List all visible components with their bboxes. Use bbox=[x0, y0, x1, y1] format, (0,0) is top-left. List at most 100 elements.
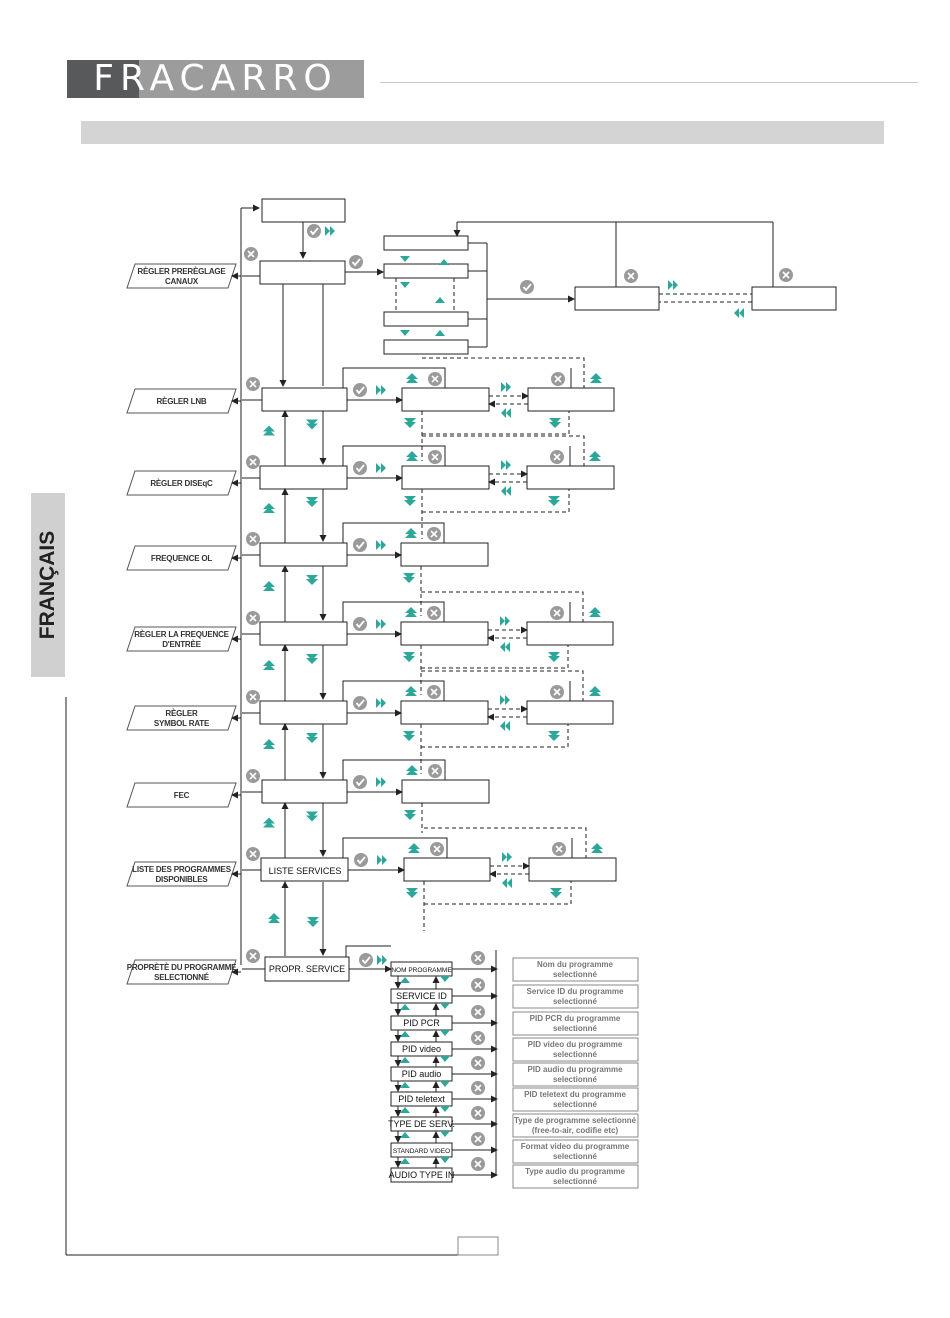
double-arrow-right-icon bbox=[376, 619, 386, 629]
cross-icon bbox=[471, 978, 485, 992]
propr-service-label: PROPR. SERVICE bbox=[269, 964, 345, 974]
check-icon bbox=[353, 696, 367, 710]
arrow-up-icon bbox=[263, 660, 275, 670]
arrow-down-icon bbox=[440, 1157, 450, 1163]
menu-label-shape bbox=[126, 626, 237, 652]
check-icon bbox=[359, 953, 373, 967]
cross-icon bbox=[246, 611, 260, 625]
menu-box bbox=[401, 387, 490, 412]
menu-label-line: RÈGLER LNB bbox=[156, 397, 206, 406]
arrow-down-icon bbox=[440, 1030, 450, 1036]
arrow-down-icon bbox=[400, 256, 410, 262]
check-icon bbox=[353, 538, 367, 552]
cross-icon bbox=[427, 606, 441, 620]
connector-line bbox=[422, 411, 570, 435]
description-box bbox=[512, 1139, 639, 1164]
double-arrow-right-icon bbox=[376, 385, 386, 395]
check-icon bbox=[353, 383, 367, 397]
cross-icon bbox=[471, 951, 485, 965]
cross-icon bbox=[430, 842, 444, 856]
menu-label: RÈGLER LNB bbox=[156, 397, 206, 406]
arrow-up-icon bbox=[589, 451, 601, 461]
menu-label-shape bbox=[126, 263, 237, 289]
menu-label: FEC bbox=[174, 791, 190, 800]
arrow-up-icon bbox=[400, 1082, 410, 1088]
arrow-down-icon bbox=[404, 418, 416, 428]
header-bar bbox=[81, 121, 884, 144]
description-box bbox=[512, 1011, 639, 1036]
description-text-line: Format video du programme bbox=[521, 1142, 630, 1151]
menu-label-shape bbox=[126, 959, 237, 985]
connector-line bbox=[342, 680, 445, 701]
arrow-down-icon bbox=[440, 1131, 450, 1137]
description-box bbox=[512, 1037, 639, 1062]
description-text-line: selectionné bbox=[553, 1075, 598, 1084]
cross-icon bbox=[427, 685, 441, 699]
arrow-up-icon bbox=[591, 843, 603, 853]
connector-line bbox=[421, 645, 569, 669]
connector-line bbox=[421, 670, 584, 701]
arrow-up-icon bbox=[263, 503, 275, 513]
arrow-down-icon bbox=[403, 573, 415, 583]
arrow-up-icon bbox=[263, 425, 275, 436]
double-arrow-left-icon bbox=[734, 308, 744, 318]
arrow-up-icon bbox=[435, 330, 445, 336]
header-rule bbox=[380, 82, 918, 83]
connector-line bbox=[421, 724, 569, 748]
arrow-up-icon bbox=[408, 843, 420, 853]
check-icon bbox=[349, 255, 363, 269]
arrow-up-icon bbox=[263, 739, 275, 749]
menu-box bbox=[401, 465, 490, 490]
cross-icon bbox=[428, 764, 442, 778]
menu-label-line: RÈGLER DISEqC bbox=[150, 479, 213, 488]
arrow-down-icon bbox=[306, 575, 318, 585]
description-text-line: selectionné bbox=[553, 1024, 598, 1033]
cross-icon bbox=[550, 606, 564, 620]
menu-label-line: RÈGLER bbox=[165, 709, 198, 718]
description-text-line: selectionné bbox=[553, 997, 598, 1006]
arrow-up-icon bbox=[400, 1132, 410, 1138]
arrow-down-icon bbox=[404, 810, 416, 820]
service-item-label: SERVICE ID bbox=[396, 991, 447, 1001]
menu-box bbox=[259, 542, 348, 567]
cross-icon bbox=[246, 690, 260, 704]
arrow-down-icon bbox=[440, 1056, 450, 1062]
arrow-down-icon bbox=[406, 888, 418, 898]
description-text-line: (free-to-air, codifìe etc) bbox=[532, 1126, 619, 1135]
arrow-down-icon bbox=[306, 811, 318, 822]
menu-box bbox=[259, 465, 348, 490]
double-arrow-left-icon bbox=[502, 878, 512, 888]
arrow-up-icon bbox=[268, 913, 280, 923]
description-text-line: PID PCR du programme bbox=[530, 1014, 621, 1023]
description-text-line: PID audio du programme bbox=[527, 1065, 623, 1074]
arrow-up-icon bbox=[263, 817, 275, 828]
arrow-up-icon bbox=[263, 581, 275, 591]
cross-icon bbox=[471, 1106, 485, 1120]
arrow-down-icon bbox=[548, 496, 560, 506]
arrow-up-icon bbox=[405, 607, 417, 617]
arrow-down-icon bbox=[440, 976, 450, 982]
connector-line bbox=[422, 357, 585, 388]
cross-icon bbox=[471, 1132, 485, 1146]
double-arrow-right-icon bbox=[325, 226, 335, 236]
connector-line bbox=[424, 881, 572, 905]
arrow-up-icon bbox=[400, 1107, 410, 1113]
menu-box bbox=[751, 286, 837, 311]
cross-icon bbox=[428, 372, 442, 386]
menu-label: RÈGLER DISEqC bbox=[150, 479, 213, 488]
arrow-down-icon bbox=[400, 282, 410, 288]
description-text-line: PID teletext du programme bbox=[524, 1090, 626, 1099]
cross-icon bbox=[428, 450, 442, 464]
page-number-box bbox=[457, 1236, 499, 1256]
cross-icon bbox=[471, 1157, 485, 1171]
service-item-label: PID teletext bbox=[398, 1094, 445, 1104]
double-arrow-right-icon bbox=[501, 382, 511, 392]
arrow-down-icon bbox=[440, 1106, 450, 1112]
cross-icon bbox=[550, 685, 564, 699]
